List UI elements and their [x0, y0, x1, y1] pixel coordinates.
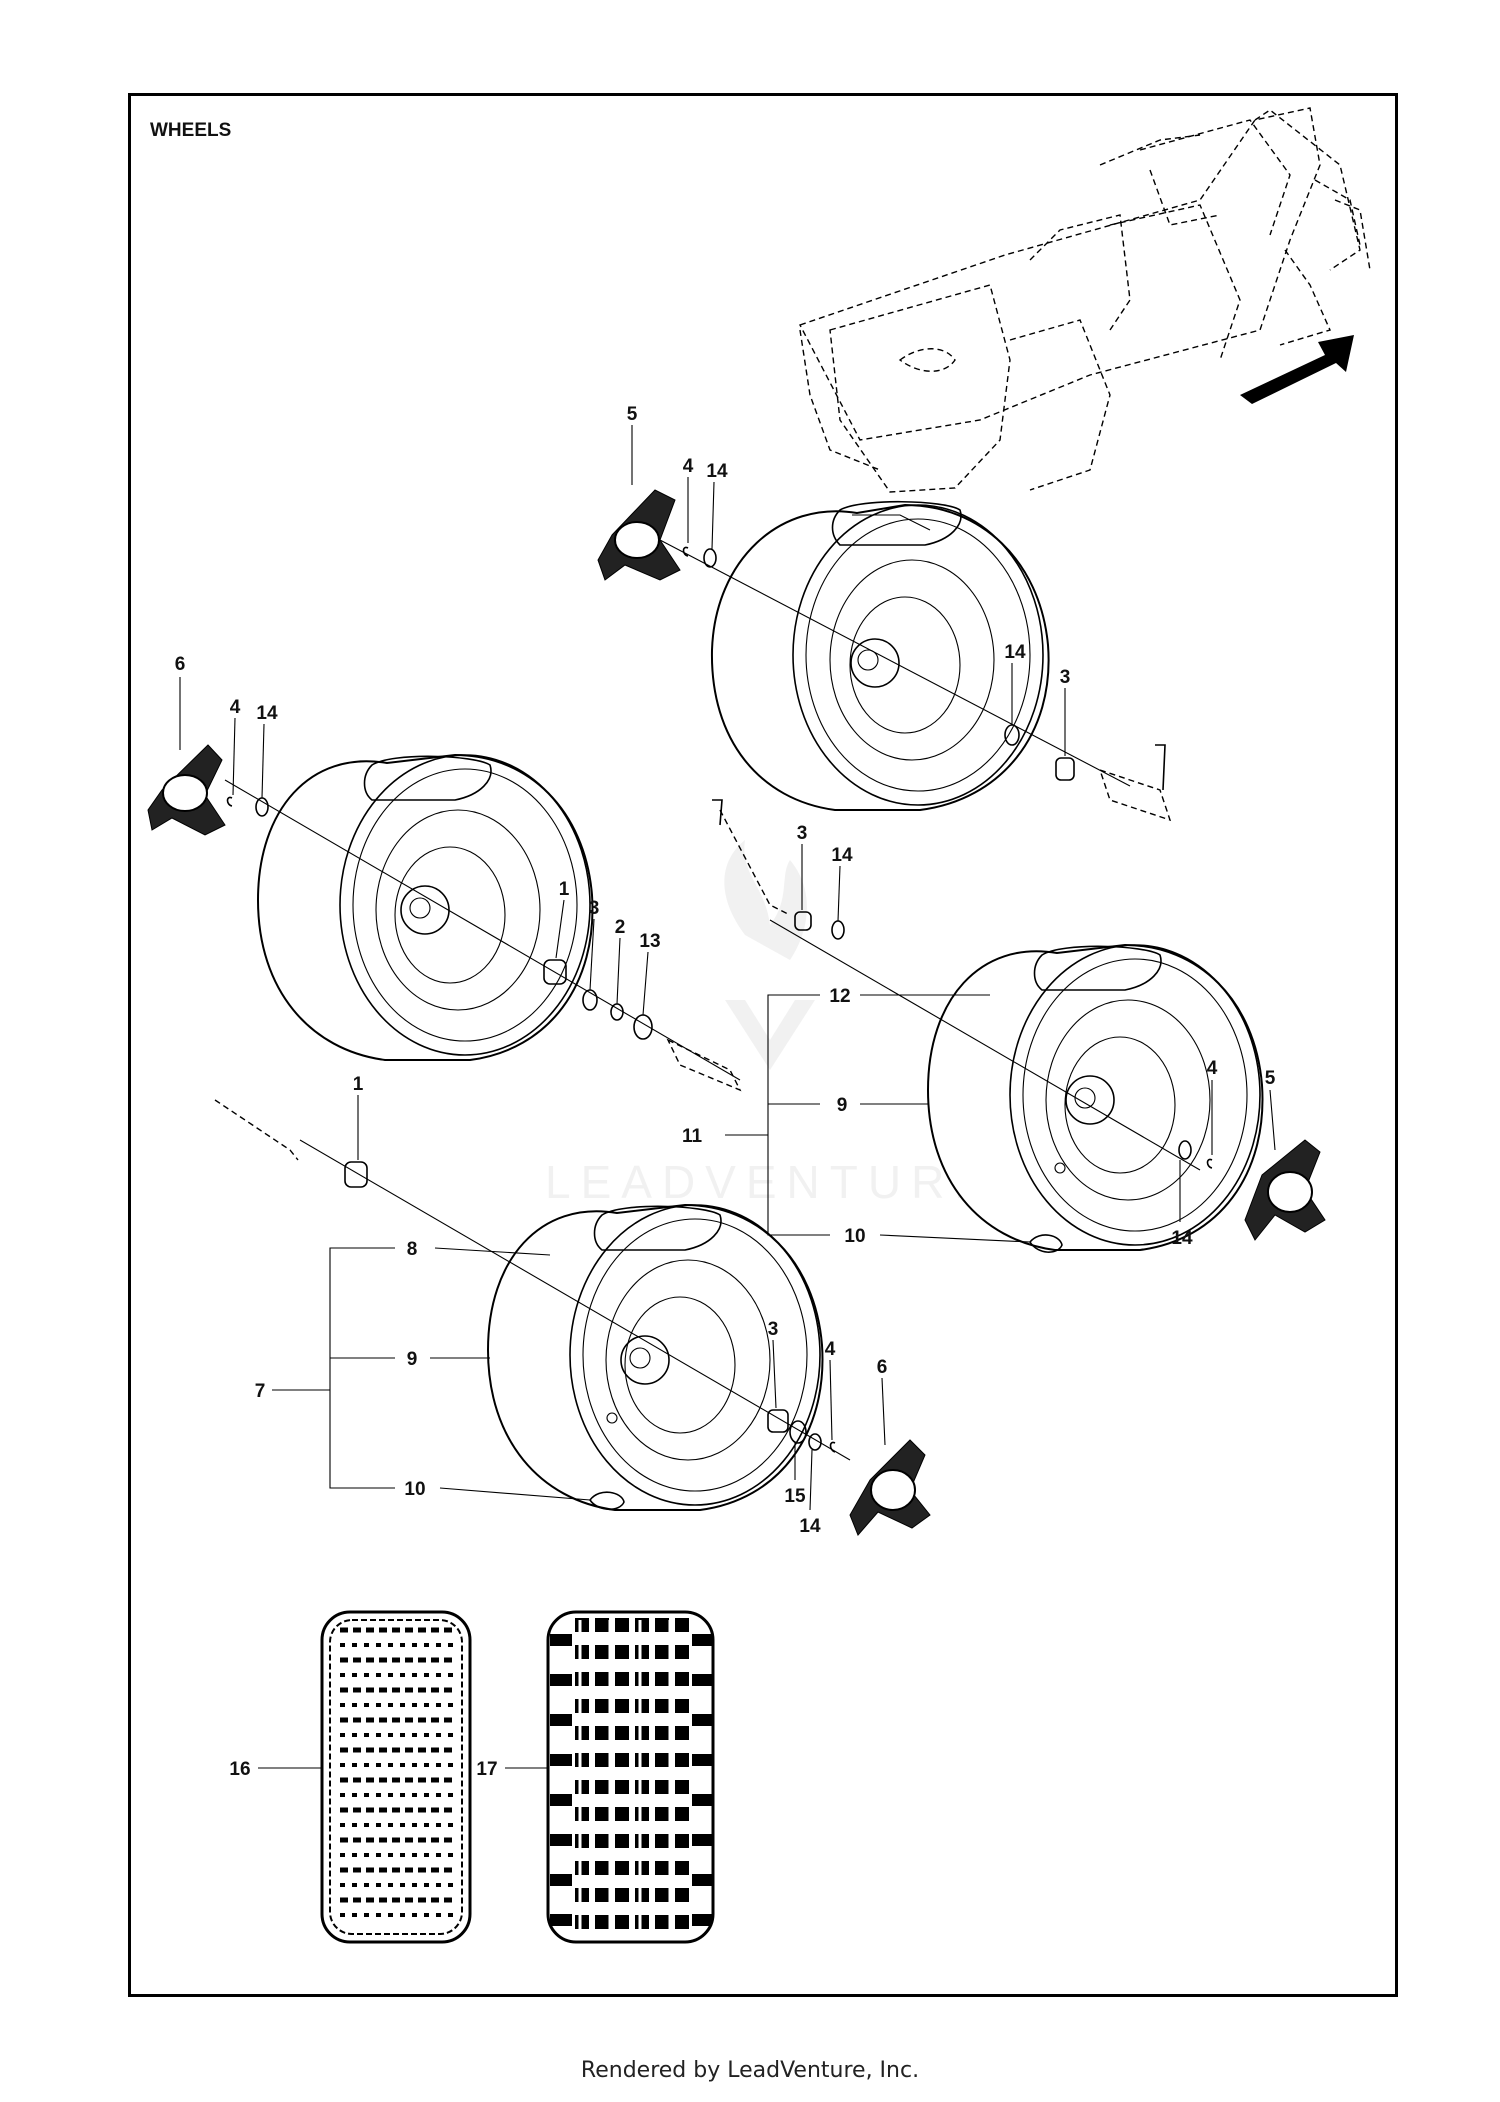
callout-3: 3 — [589, 898, 600, 919]
hub-cap-5-right — [1244, 1139, 1326, 1241]
callout-12: 12 — [829, 986, 850, 1007]
callout-9: 9 — [837, 1095, 848, 1116]
callout-16: 16 — [229, 1759, 250, 1780]
callout-14: 14 — [256, 703, 278, 724]
watermark: LEADVENTURE — [545, 840, 995, 1208]
callout-14: 14 — [1171, 1228, 1193, 1249]
wheel-rear-left — [486, 1203, 824, 1511]
hub-cap-6-left — [147, 744, 226, 836]
callout-3: 3 — [797, 823, 808, 844]
callout-4: 4 — [1207, 1058, 1218, 1079]
callout-3: 3 — [1060, 667, 1071, 688]
footer-credit: Rendered by LeadVenture, Inc. — [580, 2058, 920, 2083]
callout-6: 6 — [175, 654, 186, 675]
callout-14: 14 — [799, 1516, 821, 1537]
callout-10: 10 — [844, 1226, 865, 1247]
wheel-rear-right — [710, 500, 1050, 811]
callout-7: 7 — [255, 1381, 266, 1402]
diagram-title: WHEELS — [150, 120, 231, 141]
callout-14: 14 — [1004, 642, 1026, 663]
callout-4: 4 — [825, 1339, 836, 1360]
diagram-frame — [128, 93, 1398, 1997]
callout-9: 9 — [407, 1349, 418, 1370]
callout-15: 15 — [784, 1486, 806, 1507]
callout-10: 10 — [404, 1479, 425, 1500]
callout-11: 11 — [682, 1126, 703, 1147]
callout-4: 4 — [683, 456, 694, 477]
watermark-text: LEADVENTURE — [545, 1156, 995, 1208]
leader-lines — [179, 425, 1276, 1769]
callout-labels: 5 4 14 14 3 6 4 14 1 3 2 13 3 14 12 9 11… — [175, 404, 1276, 1780]
tire-tread-17 — [546, 1610, 715, 1944]
callout-3: 3 — [768, 1319, 779, 1340]
callout-1: 1 — [353, 1074, 364, 1095]
tractor-frame-outline — [799, 107, 1371, 493]
callout-14: 14 — [831, 845, 853, 866]
callout-6: 6 — [877, 1357, 888, 1378]
callout-14: 14 — [706, 461, 728, 482]
wheel-front-right — [926, 943, 1264, 1251]
callout-1: 1 — [559, 879, 570, 900]
tire-tread-16 — [320, 1610, 472, 1944]
wheel-front-left — [256, 753, 594, 1061]
direction-arrow — [1240, 335, 1354, 404]
callout-8: 8 — [407, 1239, 418, 1260]
callout-17: 17 — [476, 1759, 497, 1780]
callout-13: 13 — [639, 931, 660, 952]
hardware-parts — [214, 546, 1213, 1511]
hub-cap-5-top — [597, 489, 681, 581]
callout-5: 5 — [627, 404, 638, 425]
callout-4: 4 — [230, 697, 241, 718]
axle-lines — [224, 539, 1201, 1461]
callout-2: 2 — [615, 917, 626, 938]
callout-5: 5 — [1265, 1068, 1276, 1089]
hub-cap-6-lower — [849, 1439, 931, 1536]
